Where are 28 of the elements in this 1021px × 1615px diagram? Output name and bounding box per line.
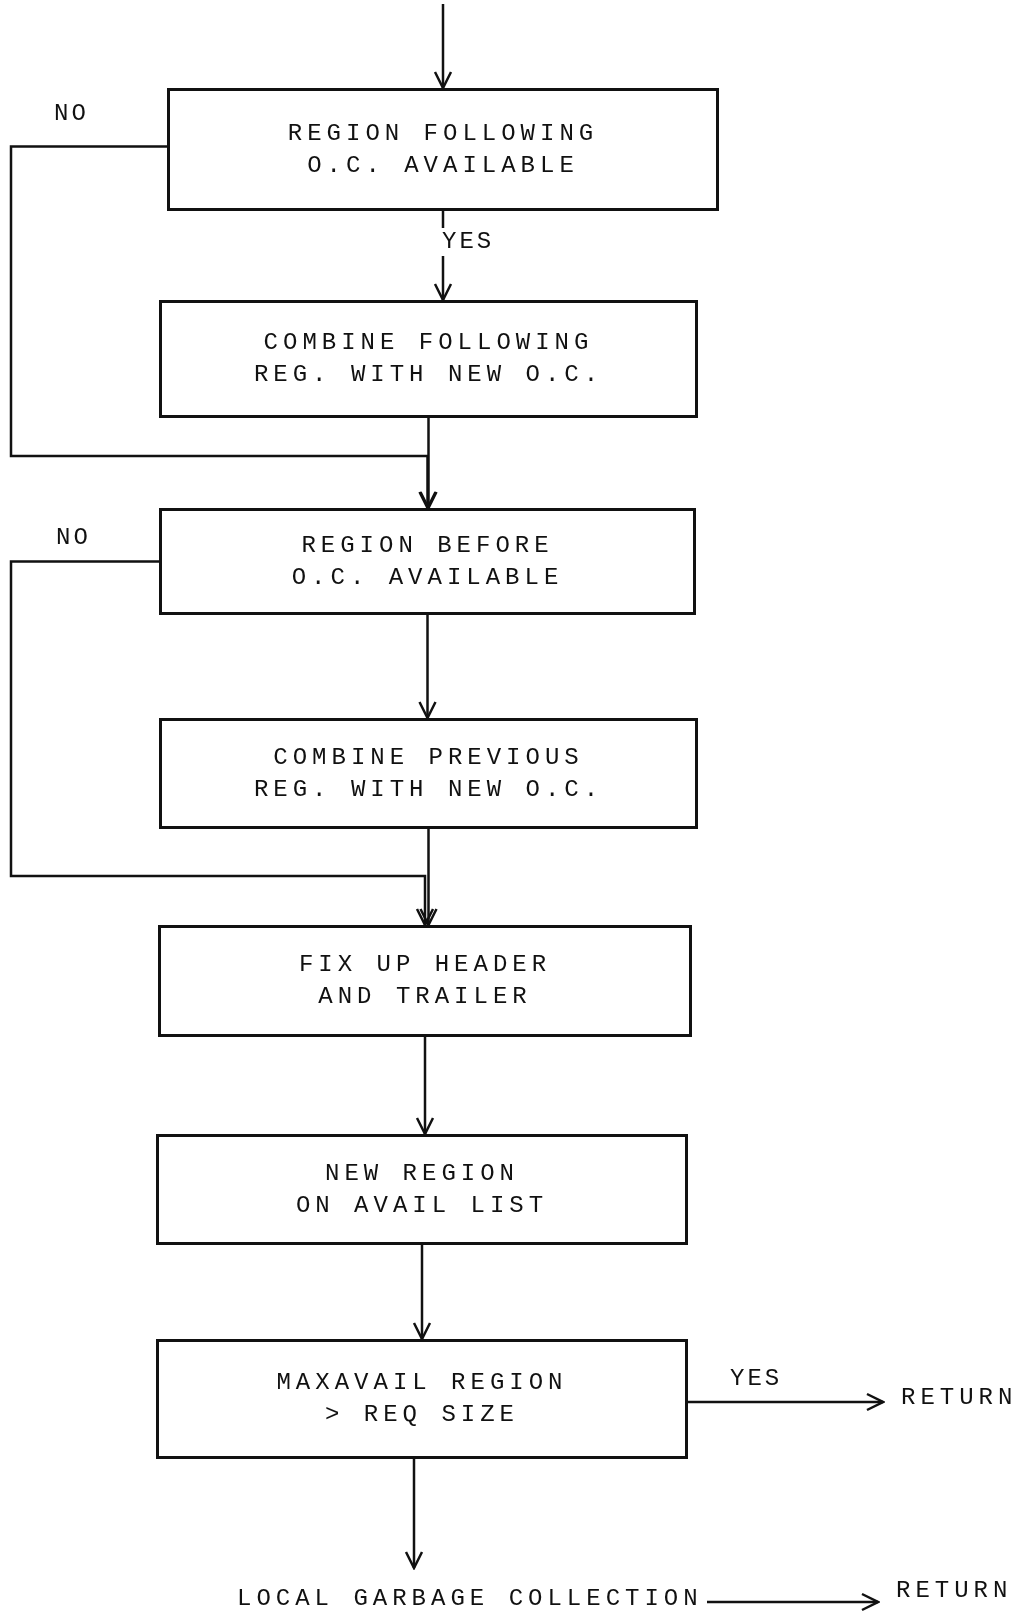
box-text: MAXAVAIL REGION > REQ SIZE [275,1368,569,1430]
box-text: FIX UP HEADER AND TRAILER [297,950,553,1012]
process-box [159,300,698,418]
decision-box [159,508,696,615]
box-text: REGION FOLLOWING O.C. AVAILABLE [286,118,600,181]
decision-box [167,88,719,211]
box-text: COMBINE FOLLOWING REG. WITH NEW O.C. [252,328,605,390]
arrow [419,829,438,927]
arrow [404,1459,424,1570]
arrow [415,1037,435,1136]
arrow [418,615,437,720]
arrow [433,4,453,90]
box-text: REGION BEFORE O.C. AVAILABLE [290,530,565,593]
decision-box [156,1339,688,1459]
arrow [419,418,438,510]
process-box [156,1134,688,1245]
arrow [707,1592,880,1612]
arrow [9,560,435,927]
process-box [159,718,698,829]
arrow [9,145,437,510]
terminal-text: RETURN [896,1576,1013,1606]
box-text: COMBINE PREVIOUS REG. WITH NEW O.C. [252,742,605,805]
terminal-text: RETURN [901,1383,1018,1413]
box-text: NEW REGION ON AVAIL LIST [294,1158,550,1221]
terminal-text: LOCAL GARBAGE COLLECTION [237,1584,703,1614]
arrow [688,1392,885,1412]
process-box [158,925,692,1037]
arrow [412,1245,432,1341]
